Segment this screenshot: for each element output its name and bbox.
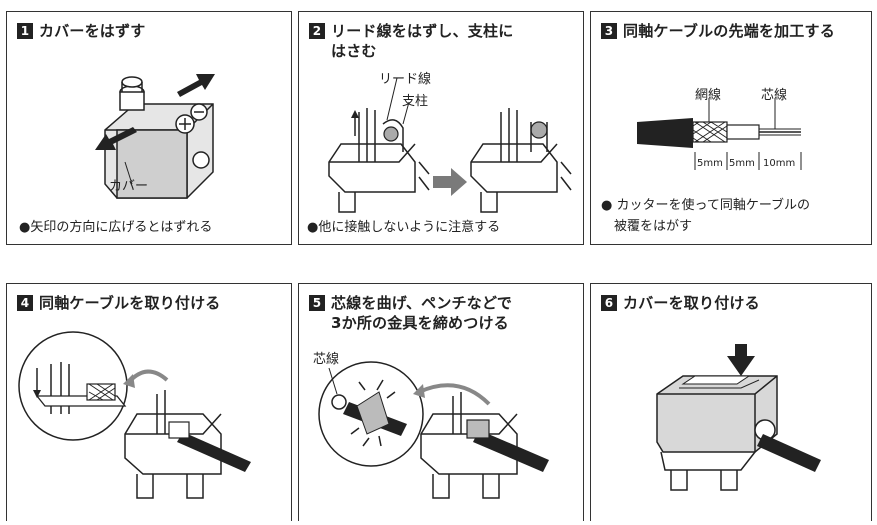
- attach-cable-illustration: [18, 331, 251, 499]
- step-5-title: 5 芯線を曲げ、ペンチなどで 3か所の金具を締めつける: [309, 293, 577, 333]
- crimp-illustration: [318, 361, 549, 499]
- step-number-badge: 6: [601, 295, 617, 311]
- step-5-panel: 5 芯線を曲げ、ペンチなどで 3か所の金具を締めつける 芯線: [298, 283, 584, 521]
- lead-wire-illustration: [328, 77, 572, 213]
- step-2-note: ●他に接触しないように注意する: [307, 220, 501, 235]
- step-1-note: ●矢印の方向に広げるとはずれる: [19, 220, 213, 235]
- step-title-text: 同軸ケーブルの先端を加工する: [623, 22, 835, 40]
- cover-label: カバー: [109, 179, 149, 194]
- step-6-panel: 6 カバーを取り付ける: [590, 283, 872, 521]
- dimension-label: 5mm: [729, 158, 755, 169]
- step-title-text: 芯線を曲げ、ペンチなどで 3か所の金具を締めつける: [331, 294, 513, 332]
- step-3-title: 3 同軸ケーブルの先端を加工する: [601, 21, 865, 41]
- step-number-badge: 1: [17, 23, 33, 39]
- step-1-title: 1 カバーをはずす: [17, 21, 285, 41]
- step-title-text: 同軸ケーブルを取り付ける: [39, 294, 221, 312]
- step-4-title: 4 同軸ケーブルを取り付ける: [17, 293, 285, 313]
- step-number-badge: 2: [309, 23, 325, 39]
- mesh-wire-label: 網線: [695, 88, 722, 103]
- step-title-text: カバーをはずす: [39, 22, 146, 40]
- step-4-panel: 4 同軸ケーブルを取り付ける: [6, 283, 292, 521]
- step-number-badge: 5: [309, 295, 325, 311]
- step-2-title: 2 リード線をはずし、支柱に はさむ: [309, 21, 577, 61]
- step-6-title: 6 カバーを取り付ける: [601, 293, 865, 313]
- cover-removal-illustration: [95, 74, 215, 199]
- step-3-panel: 3 同軸ケーブルの先端を加工する 網線 芯線 5mm 5mm 10mm ● カッ…: [590, 11, 872, 245]
- dimension-label: 10mm: [763, 158, 796, 169]
- step-number-badge: 4: [17, 295, 33, 311]
- step-1-panel: 1 カバーをはずす カバー ●矢印の方向に広げるとはずれる: [6, 11, 292, 245]
- core-wire-label: 芯線: [313, 352, 340, 367]
- dimension-label: 5mm: [697, 158, 723, 169]
- coax-cable-diagram: [637, 98, 802, 170]
- step-number-badge: 3: [601, 23, 617, 39]
- step-title-text: リード線をはずし、支柱に はさむ: [331, 22, 514, 60]
- attach-cover-illustration: [656, 344, 821, 491]
- step-3-note: ● カッターを使って同軸ケーブルの 被覆をはがす: [601, 198, 811, 234]
- step-2-panel: 2 リード線をはずし、支柱に はさむ リード線 支柱 ●他に接触しないように注意…: [298, 11, 584, 245]
- core-wire-label: 芯線: [761, 88, 788, 103]
- lead-wire-label: リード線: [379, 72, 432, 87]
- step-title-text: カバーを取り付ける: [623, 294, 760, 312]
